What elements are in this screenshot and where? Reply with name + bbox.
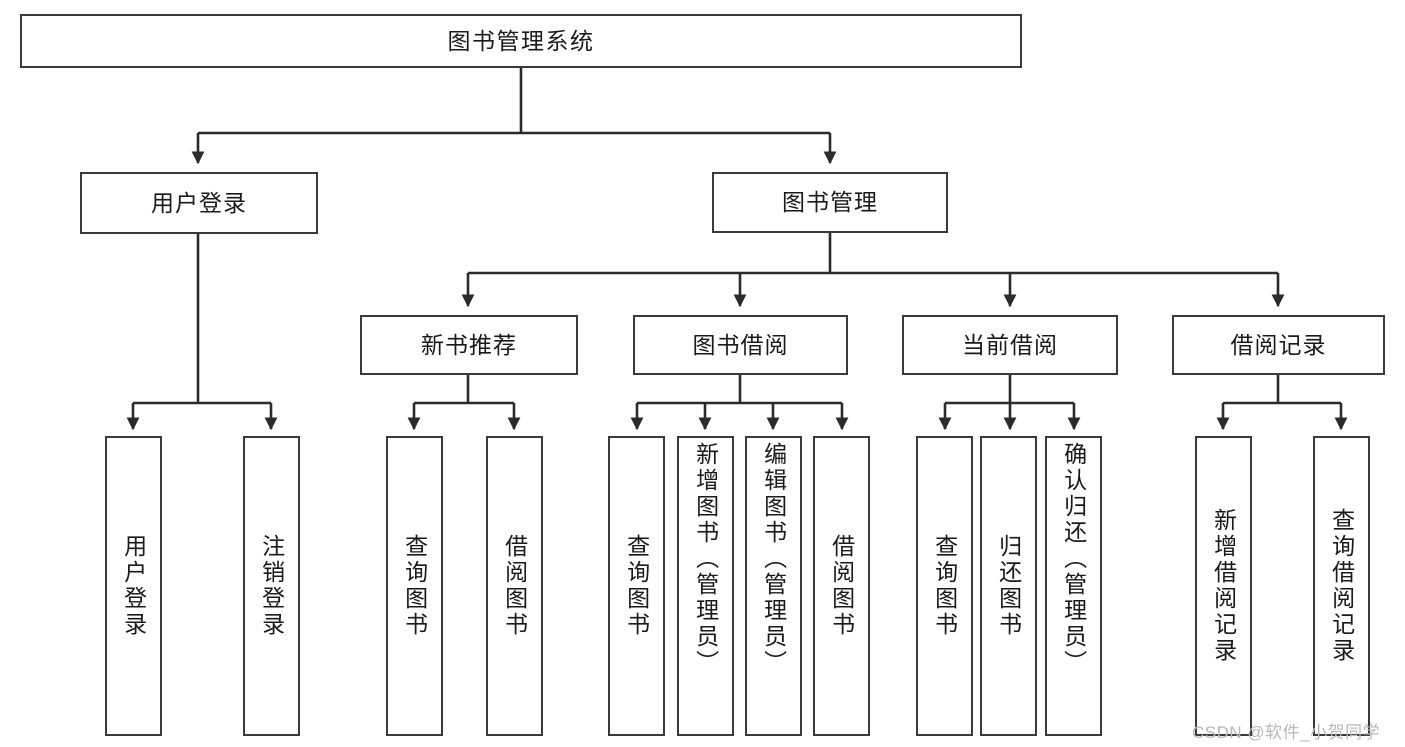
node-leaf-return-book[interactable]: 归还图书	[980, 436, 1037, 736]
node-label: 当前借阅	[962, 331, 1058, 358]
node-label: 借阅图书	[828, 534, 855, 638]
node-label: 图书管理系统	[447, 27, 595, 54]
node-leaf-edit-book-admin[interactable]: 编辑图书（管理员）	[745, 436, 802, 736]
node-label: 借阅图书	[501, 534, 528, 638]
node-root-book-management-system[interactable]: 图书管理系统	[20, 14, 1022, 68]
node-leaf-user-logout[interactable]: 注销登录	[243, 436, 300, 736]
node-label: 新增借阅记录	[1210, 508, 1237, 664]
node-label: 确认归还（管理员）	[1060, 442, 1087, 676]
node-label: 查询图书	[401, 534, 428, 638]
node-leaf-add-borrow-record[interactable]: 新增借阅记录	[1195, 436, 1252, 736]
node-label: 编辑图书（管理员）	[760, 442, 787, 676]
node-current-borrow[interactable]: 当前借阅	[902, 315, 1118, 375]
node-label: 新增图书（管理员）	[692, 442, 719, 676]
csdn-watermark: CSDN @软件_小贺同学	[1192, 723, 1381, 742]
node-leaf-add-book-admin[interactable]: 新增图书（管理员）	[677, 436, 734, 736]
node-leaf-borrow-book-recommend[interactable]: 借阅图书	[486, 436, 543, 736]
node-leaf-user-login[interactable]: 用户登录	[105, 436, 162, 736]
node-borrow-record[interactable]: 借阅记录	[1172, 315, 1385, 375]
node-leaf-borrow-book[interactable]: 借阅图书	[813, 436, 870, 736]
node-label: 图书借阅	[692, 331, 789, 358]
node-leaf-query-book-borrow[interactable]: 查询图书	[608, 436, 665, 736]
node-leaf-confirm-return-admin[interactable]: 确认归还（管理员）	[1045, 436, 1102, 736]
node-book-borrow[interactable]: 图书借阅	[633, 315, 848, 375]
node-label: 归还图书	[995, 534, 1022, 638]
node-label: 查询图书	[623, 534, 650, 638]
node-label: 新书推荐	[421, 331, 517, 358]
node-label: 借阅记录	[1230, 331, 1327, 358]
node-new-book-recommendation[interactable]: 新书推荐	[360, 315, 578, 375]
node-label: 图书管理	[782, 189, 878, 216]
node-label: 用户登录	[120, 534, 147, 638]
node-leaf-query-book-recommend[interactable]: 查询图书	[386, 436, 443, 736]
node-leaf-query-book-current[interactable]: 查询图书	[916, 436, 973, 736]
node-label: 注销登录	[258, 534, 285, 638]
node-label: 查询图书	[931, 534, 958, 638]
node-leaf-query-borrow-record[interactable]: 查询借阅记录	[1313, 436, 1370, 736]
node-label: 查询借阅记录	[1328, 508, 1355, 664]
node-book-management[interactable]: 图书管理	[712, 172, 948, 233]
node-user-login[interactable]: 用户登录	[80, 172, 318, 234]
node-label: 用户登录	[151, 189, 247, 216]
